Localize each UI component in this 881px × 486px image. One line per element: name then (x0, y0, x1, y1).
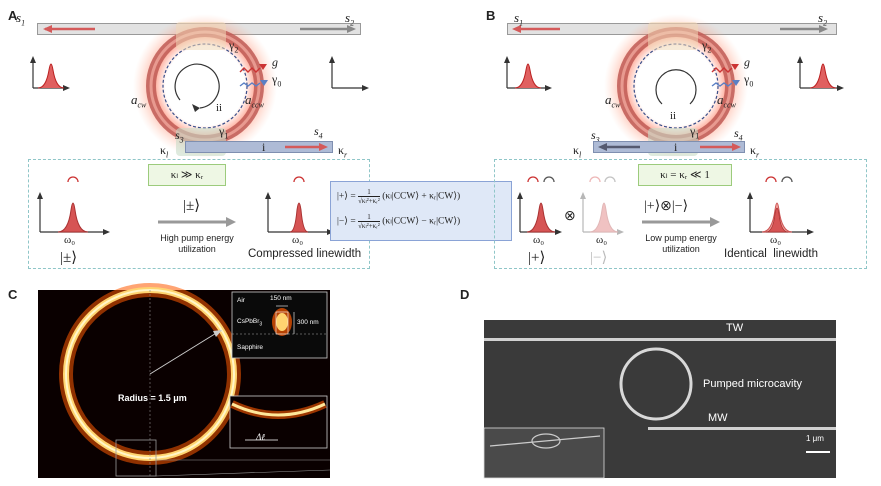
label-gamma0-b: γ0 (744, 72, 754, 89)
tensor-symbol: ⊗ (564, 209, 576, 224)
tw-waveguide (484, 338, 836, 341)
circulation-arrow-b (655, 69, 697, 105)
label-i-a: i (262, 140, 266, 154)
pulse-plot-b-right (797, 56, 844, 91)
condition-tag-a: κₗ ≫ κᵣ (148, 164, 226, 186)
coupling-region-top-a (176, 22, 226, 50)
state-a-arrow: |±⟩ (183, 198, 201, 214)
label-g-a: g (272, 55, 278, 69)
microcavity-ring (619, 347, 693, 421)
state-b-minus: |−⟩ (590, 250, 608, 266)
label-s3-a: s3 (175, 128, 184, 145)
spectrum-b-right (747, 176, 814, 235)
eigenstate-equations: |+⟩ = 1 √κₗ²+κᵣ² (κₗ|CCW⟩ + κᵣ|CW⟩) |−⟩ … (330, 181, 512, 241)
radius-arrow (149, 331, 219, 375)
state-b-plus: |+⟩ (528, 250, 546, 266)
label-substrate: Sapphire (237, 344, 264, 351)
pulse-plot-a-left (30, 56, 70, 91)
result-a: Compressed linewidth (248, 248, 362, 260)
label-acw-b: acw (605, 92, 621, 110)
label-kappa-l-b: κl (573, 143, 582, 160)
equation-minus: |−⟩ = 1 √κₗ²+κᵣ² (κₗ|CCW⟩ − κᵣ|CW⟩) (337, 213, 461, 230)
label-s1-a: s1 (16, 10, 26, 28)
state-a-left: |±⟩ (60, 250, 78, 266)
label-s2-b: s2 (818, 10, 828, 28)
omega0-a-right: ω₀ (292, 234, 304, 246)
label-air: Air (237, 297, 245, 304)
spectrum-b-plus (517, 176, 562, 235)
loss-wave-a (239, 82, 261, 87)
label-scale: 1 μm (806, 434, 824, 443)
mw-waveguide (648, 427, 836, 430)
omega0-a-left: ω₀ (64, 234, 76, 246)
zoom-region (115, 439, 157, 477)
result-box-b (494, 159, 867, 269)
spectrum-a-left (37, 176, 110, 235)
label-ii-b: ii (670, 110, 677, 122)
condition-tag-b: κₗ = κᵣ ≪ 1 (638, 164, 732, 186)
panel-letter-c: C (8, 287, 18, 302)
equation-plus: |+⟩ = 1 √κₗ²+κᵣ² (κₗ|CCW⟩ + κᵣ|CW⟩) (337, 188, 461, 205)
spectrum-a-right (265, 176, 334, 235)
label-kappa-r-b: κr (750, 143, 760, 160)
panel-letter-a: A (8, 8, 18, 23)
label-ii-a: ii (216, 102, 223, 114)
label-s4-a: s4 (314, 124, 323, 141)
label-mw: MW (708, 412, 728, 424)
panel-letter-d: D (460, 287, 470, 302)
label-s4-b: s4 (734, 126, 743, 143)
label-g-b: g (744, 55, 750, 69)
spectrum-b-minus (580, 176, 624, 235)
label-i-b: i (674, 140, 678, 154)
label-gamma2-b: γ2 (702, 38, 712, 55)
state-b-arrow: |+⟩⊗|−⟩ (644, 199, 689, 214)
sem-inset (483, 427, 605, 479)
label-gamma0-a: γ0 (272, 72, 282, 89)
circulation-arrow-a (174, 63, 220, 109)
label-accw-a: accw (245, 92, 264, 110)
label-cavity: Pumped microcavity (703, 378, 803, 390)
label-material: CsPbBr3 (237, 318, 263, 328)
label-delta-l: Δℓ (256, 432, 266, 442)
label-height: 300 nm (297, 319, 319, 326)
label-kappa-r-a: κr (338, 143, 348, 160)
drop-waveguide-a (185, 141, 333, 153)
label-accw-b: accw (717, 92, 736, 110)
panel-letter-b: B (486, 8, 496, 23)
label-s1-b: s1 (514, 10, 524, 28)
label-gamma2-a: γ2 (229, 38, 239, 55)
label-tw: TW (726, 322, 744, 334)
omega0-b-right: ω₀ (770, 234, 782, 246)
label-s3-b: s3 (591, 128, 600, 145)
gain-wave-a (239, 67, 261, 73)
label-radius: Radius = 1.5 μm (118, 393, 187, 403)
omega0-b-minus: ω₀ (596, 234, 608, 246)
axes-a-right (329, 56, 369, 91)
pulse-plot-b-left (504, 56, 552, 91)
zoom-inset (229, 395, 328, 449)
label-acw-a: acw (131, 92, 147, 110)
omega0-b-plus: ω₀ (533, 234, 545, 246)
label-s2-a: s2 (345, 10, 355, 28)
label-gamma1-a: γ1 (219, 124, 229, 141)
label-gamma1-b: γ1 (690, 124, 700, 141)
label-width: 150 nm (270, 295, 292, 302)
label-kappa-l-a: κl (160, 143, 169, 160)
result-b: Identical linewidth (724, 248, 818, 260)
drop-waveguide-b (593, 141, 745, 153)
